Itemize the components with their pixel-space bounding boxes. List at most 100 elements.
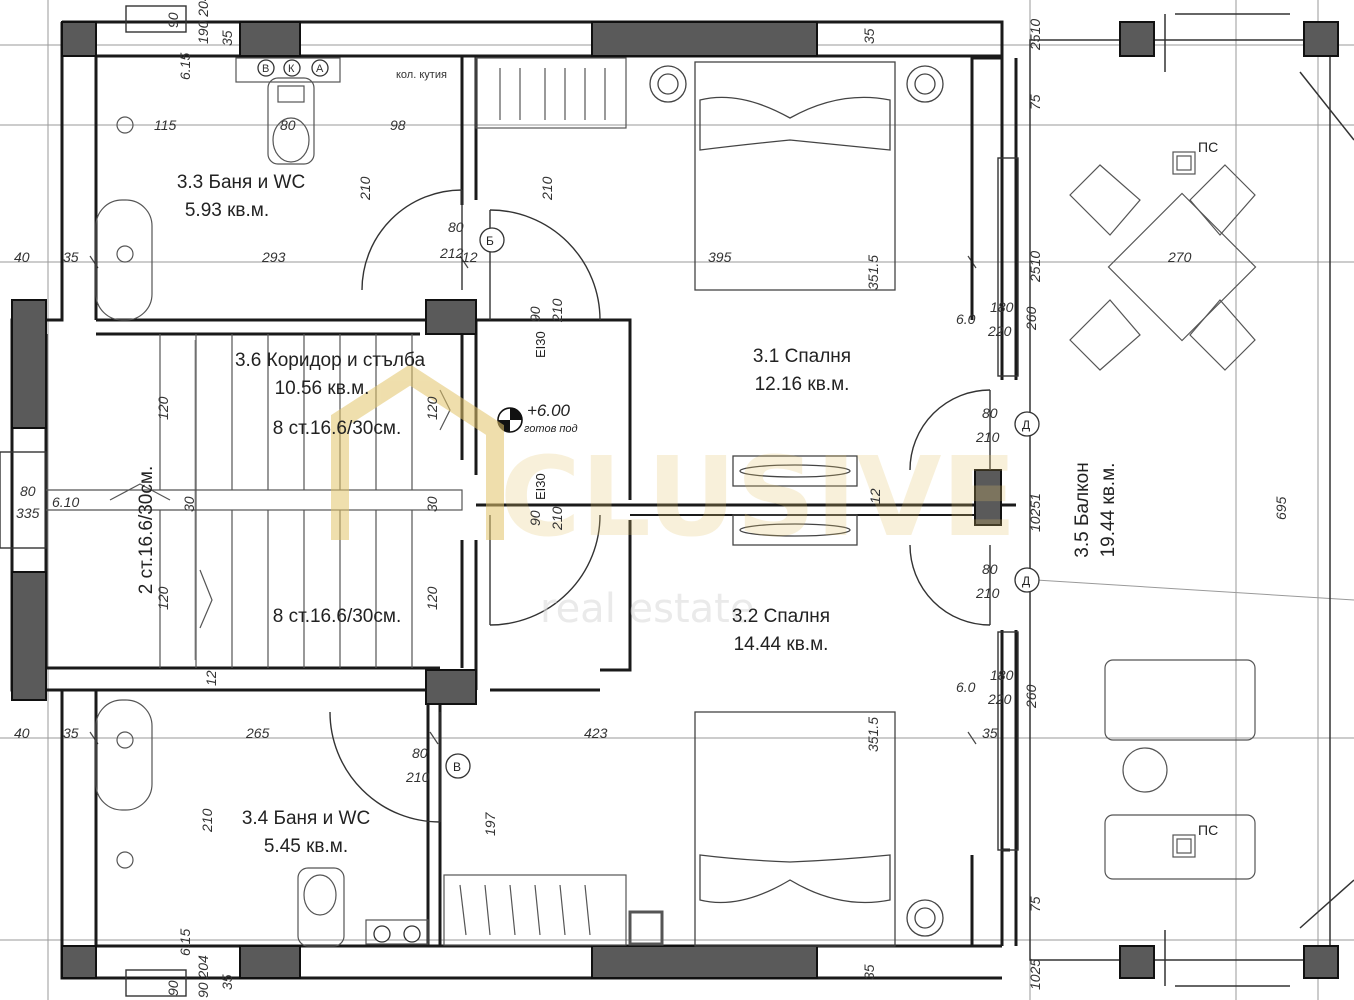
- dim-212: 212: [439, 245, 464, 261]
- dim-120-b: 120: [424, 396, 440, 420]
- shaft-top-label: ПС: [1198, 139, 1218, 155]
- bath-2-area: 5.45 кв.м.: [264, 836, 348, 857]
- balcony-area: 19.44 кв.м.: [1098, 463, 1119, 558]
- dim-60-b: 6.0: [956, 679, 976, 695]
- corridor-area: 10.56 кв.м.: [275, 378, 370, 399]
- stair-treads: [46, 334, 463, 668]
- dim-35-d: 35: [63, 725, 79, 741]
- dim-615-b: 6.15: [177, 929, 193, 956]
- dim-115: 115: [154, 117, 177, 133]
- bedroom-1-name: 3.1 Спалня: [753, 346, 851, 367]
- dim-80-c: 80: [20, 483, 36, 499]
- dim-120-c: 120: [155, 586, 171, 610]
- dim-335: 335: [16, 505, 40, 521]
- stair-lower-flight: 8 ст.16.6/30см.: [273, 606, 401, 627]
- dim-80-e: 80: [982, 561, 998, 577]
- dim-90-204: 90 204: [195, 955, 211, 998]
- dim-30-b: 30: [424, 496, 440, 512]
- dim-220-b: 220: [987, 691, 1012, 707]
- dim-12-b: 12: [867, 488, 883, 504]
- dim-12-c: 12: [203, 670, 219, 686]
- dim-210-g: 210: [199, 808, 215, 833]
- walls: [10, 20, 1018, 980]
- dim-210-a: 210: [357, 176, 373, 201]
- dim-120-d: 120: [424, 586, 440, 610]
- beds: [649, 61, 944, 947]
- dim-2510-a: 2510: [1027, 19, 1043, 51]
- room-labels: 3.3 Баня и WC 5.93 кв.м. 3.6 Коридор и с…: [136, 172, 1119, 857]
- dim-98: 98: [390, 117, 406, 133]
- box-b-label: В: [262, 63, 269, 75]
- dim-2510-b: 2510: [1027, 251, 1043, 283]
- columns: [11, 21, 1339, 979]
- dim-260-a: 260: [1023, 306, 1039, 331]
- dim-293: 293: [261, 249, 286, 265]
- small-labels: кол. кутия ПС ПС EI30 EI30 +6.00 готов п…: [262, 63, 1218, 838]
- bedroom-2-area: 14.44 кв.м.: [734, 634, 829, 655]
- dim-3515-a: 351.5: [865, 255, 881, 290]
- dim-210-h: 210: [549, 506, 565, 531]
- dim-210-d: 210: [975, 429, 1000, 445]
- dim-120-a: 120: [155, 396, 171, 420]
- dim-210-f: 210: [405, 769, 430, 785]
- dim-190-204: 190 204: [195, 0, 211, 44]
- dim-60-a: 6.0: [956, 311, 976, 327]
- dim-90-c: 90: [165, 12, 181, 28]
- col-box-label: кол. кутия: [396, 69, 447, 81]
- dim-35-g: 35: [219, 30, 235, 46]
- dim-75-b: 75: [1027, 896, 1043, 912]
- stair-landing-flight: 2 ст.16.6/30см.: [136, 466, 157, 594]
- door-mark-b2: В: [453, 760, 461, 774]
- door-mark-d1: Д: [1022, 418, 1030, 432]
- dim-80-d: 80: [982, 405, 998, 421]
- dim-423: 423: [584, 725, 608, 741]
- dim-210-b: 210: [539, 176, 555, 201]
- dim-265: 265: [245, 725, 270, 741]
- dim-30-a: 30: [181, 496, 197, 512]
- dim-35-e: 35: [982, 725, 998, 741]
- dim-260-b: 260: [1023, 684, 1039, 709]
- dim-80-f: 80: [412, 745, 428, 761]
- dim-1025: 1025: [1027, 959, 1043, 990]
- dim-75-a: 75: [1027, 94, 1043, 110]
- bedroom-2-name: 3.2 Спалня: [732, 606, 830, 627]
- dim-80-b: 80: [448, 219, 464, 235]
- dim-90-d: 90: [165, 980, 181, 996]
- dim-610-a: 6.10: [52, 494, 79, 510]
- shaft-bottom-label: ПС: [1198, 822, 1218, 838]
- bath-fixtures: [95, 57, 429, 947]
- dim-35-c: 35: [861, 964, 877, 980]
- dim-90-a: 90: [527, 306, 543, 322]
- stair-upper-flight: 8 ст.16.6/30см.: [273, 418, 401, 439]
- dim-10251: 10251: [1027, 493, 1043, 532]
- box-a-label: А: [316, 63, 324, 75]
- doors: [0, 5, 1019, 997]
- bedroom-1-area: 12.16 кв.м.: [755, 374, 850, 395]
- wardrobes: [443, 57, 664, 946]
- dim-210-c: 210: [549, 298, 565, 323]
- balcony-outline: [1029, 13, 1354, 987]
- dim-270: 270: [1167, 249, 1192, 265]
- bath-1-name: 3.3 Баня и WC: [177, 172, 305, 193]
- dimension-texts: 115 80 98 210 210 40 35 293 395 351.5 27…: [14, 0, 1289, 998]
- dim-695: 695: [1273, 496, 1289, 520]
- level-note: готов под: [524, 423, 578, 435]
- box-k-label: К: [288, 63, 295, 75]
- dim-35-a: 35: [63, 249, 79, 265]
- dim-180-a: 180: [990, 299, 1014, 315]
- dim-180-b: 180: [990, 667, 1014, 683]
- dim-395: 395: [708, 249, 732, 265]
- dim-35-b: 35: [861, 28, 877, 44]
- dim-40-a: 40: [14, 249, 30, 265]
- door-mark-circles: [257, 59, 1040, 943]
- dim-40-b: 40: [14, 725, 30, 741]
- balcony-furniture: [1069, 151, 1257, 880]
- corridor-name: 3.6 Коридор и стълба: [235, 350, 426, 371]
- door-mark-d2: Д: [1022, 574, 1030, 588]
- dim-210-e: 210: [975, 585, 1000, 601]
- bath-2-name: 3.4 Баня и WC: [242, 808, 370, 829]
- dim-35-f: 35: [219, 974, 235, 990]
- dim-3515-b: 351.5: [865, 717, 881, 752]
- dim-615-a: 6.15: [177, 53, 193, 80]
